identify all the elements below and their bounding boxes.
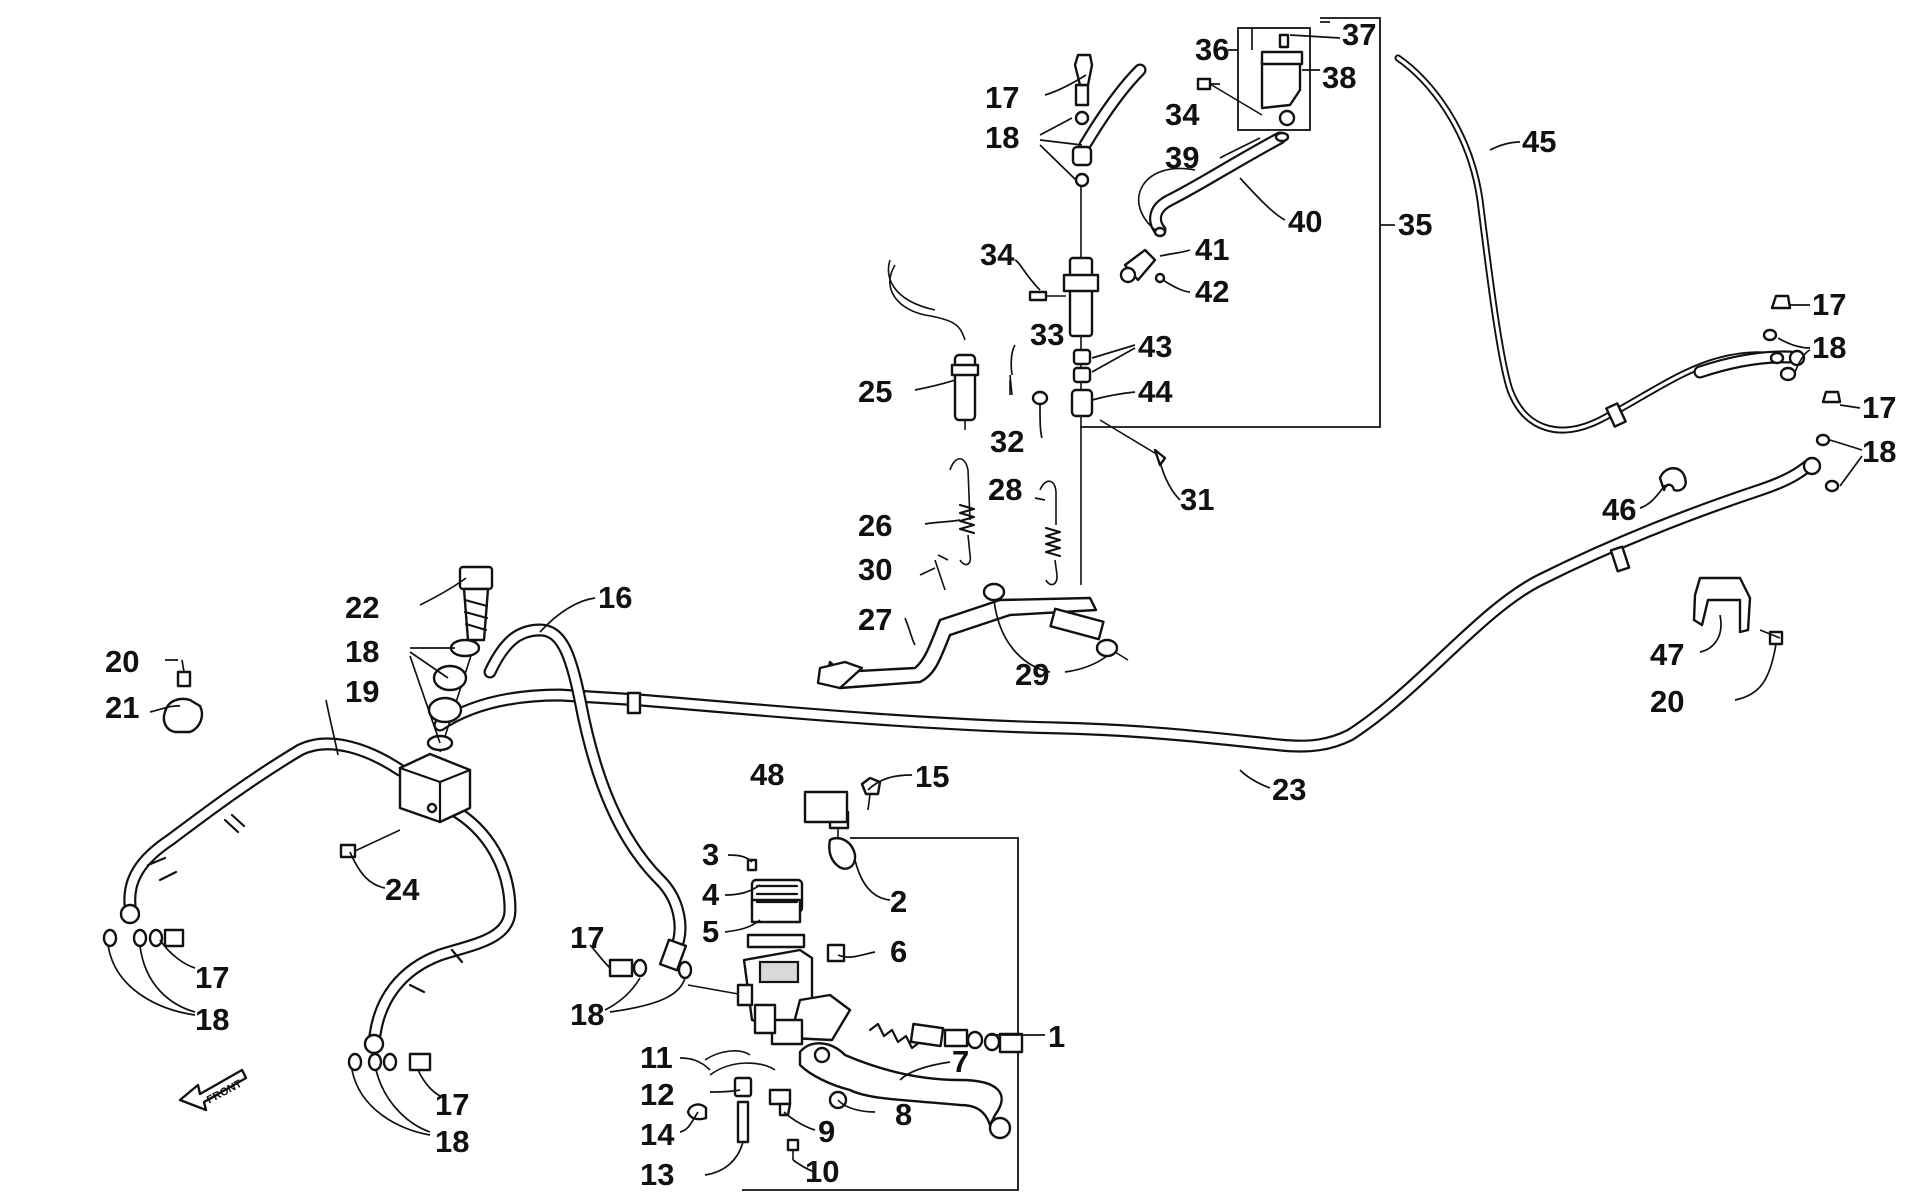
fittings-17-18-front	[102, 928, 693, 1072]
brake-hose-16	[483, 623, 688, 972]
callout-20-a: 20	[105, 644, 139, 679]
banjo-bolt-22	[439, 565, 494, 753]
callout-17-c: 17	[1862, 390, 1896, 425]
callout-37: 37	[1342, 17, 1376, 52]
spring-28	[1039, 480, 1062, 586]
brake-pedal-27	[816, 554, 1129, 690]
callout-16: 16	[598, 580, 632, 615]
bracket-47	[1692, 576, 1784, 646]
callout-2: 2	[890, 884, 907, 919]
callout-10: 10	[805, 1154, 839, 1189]
callout-17-d: 17	[570, 920, 604, 955]
assembly-bracket-1	[742, 837, 1019, 1191]
callout-labels: 1 2 3 4 5 6 7 8 9 10 11 12 13 14 15 16 1…	[105, 17, 1896, 1192]
callout-18-d: 18	[345, 634, 379, 669]
brake-hose-45	[1394, 54, 1806, 434]
callout-19: 19	[345, 674, 379, 709]
clamp-46	[1658, 467, 1687, 492]
callout-4: 4	[702, 877, 720, 912]
assembly-bracket-35	[1080, 17, 1381, 428]
callout-17-e: 17	[195, 960, 229, 995]
screw-3	[746, 858, 758, 872]
callout-18-e: 18	[570, 997, 604, 1032]
pin-33	[1009, 374, 1013, 396]
callout-17-b: 17	[1812, 287, 1846, 322]
callout-23: 23	[1272, 772, 1306, 807]
assembly-box-36	[1237, 27, 1311, 131]
callout-18-c: 18	[1862, 434, 1896, 469]
washer-32	[1031, 390, 1049, 406]
callout-26: 26	[858, 508, 892, 543]
callout-41: 41	[1195, 232, 1229, 267]
callout-7: 7	[952, 1044, 969, 1079]
fitting-17-18-top	[1073, 53, 1094, 87]
distribution-block-24	[339, 752, 472, 859]
callout-46: 46	[1602, 492, 1636, 527]
callout-40: 40	[1288, 204, 1322, 239]
callout-36: 36	[1195, 32, 1229, 67]
bolt-15	[860, 776, 882, 811]
callout-48: 48	[750, 757, 784, 792]
callout-34-a: 34	[980, 237, 1015, 272]
brake-hose-19	[119, 737, 517, 1055]
callout-45: 45	[1522, 124, 1556, 159]
callout-34-b: 34	[1165, 97, 1200, 132]
callout-42: 42	[1195, 274, 1229, 309]
callout-17-a: 17	[985, 80, 1019, 115]
callout-6: 6	[890, 934, 907, 969]
reservoir-36	[1196, 33, 1304, 127]
callout-21: 21	[105, 690, 139, 725]
callout-18-b: 18	[1812, 330, 1846, 365]
fitting-41	[1119, 248, 1166, 284]
callout-39: 39	[1165, 140, 1199, 175]
callout-32: 32	[990, 424, 1024, 459]
callout-9: 9	[818, 1114, 835, 1149]
callout-3: 3	[702, 837, 719, 872]
brake-lever-7	[798, 1042, 1012, 1140]
callout-31: 31	[1180, 482, 1214, 517]
callout-17-f: 17	[435, 1087, 469, 1122]
callout-35: 35	[1398, 207, 1432, 242]
callout-20-b: 20	[1650, 684, 1684, 719]
callout-13: 13	[640, 1157, 674, 1192]
small-parts-8-14	[686, 1050, 848, 1160]
callout-27: 27	[858, 602, 892, 637]
leader-lines	[107, 21, 1863, 1176]
clamp-21	[162, 670, 204, 734]
callout-47: 47	[1650, 637, 1684, 672]
callout-29: 29	[1015, 657, 1049, 692]
callout-18-a: 18	[985, 120, 1019, 155]
callout-18-g: 18	[435, 1124, 469, 1159]
adjuster-parts	[826, 943, 1024, 1054]
callout-5: 5	[702, 914, 719, 949]
front-arrow-icon: FRONT	[178, 1068, 248, 1112]
spring-26	[949, 457, 976, 566]
callout-15: 15	[915, 759, 949, 794]
callout-11: 11	[640, 1040, 673, 1075]
callout-30: 30	[858, 552, 892, 587]
rear-master-cylinder	[1009, 63, 1167, 585]
brake-light-switch-25	[887, 259, 980, 430]
front-master-cylinder-1	[687, 800, 857, 1046]
callout-12: 12	[640, 1077, 674, 1112]
callout-38: 38	[1322, 60, 1356, 95]
callout-25: 25	[858, 374, 892, 409]
callout-1: 1	[1048, 1019, 1065, 1054]
reservoir-hose-40	[1137, 131, 1290, 238]
callout-44: 44	[1138, 374, 1173, 409]
callout-43: 43	[1138, 329, 1172, 364]
callout-33: 33	[1030, 317, 1064, 352]
callout-14: 14	[640, 1117, 675, 1152]
callout-28: 28	[988, 472, 1022, 507]
callout-24: 24	[385, 872, 420, 907]
callout-8: 8	[895, 1097, 912, 1132]
fittings-17-18-rear	[1762, 294, 1842, 493]
brake-hose-23	[433, 456, 1822, 753]
callout-22: 22	[345, 590, 379, 625]
bolt-34	[1028, 290, 1066, 302]
callout-18-f: 18	[195, 1002, 229, 1037]
label-48	[803, 790, 849, 824]
